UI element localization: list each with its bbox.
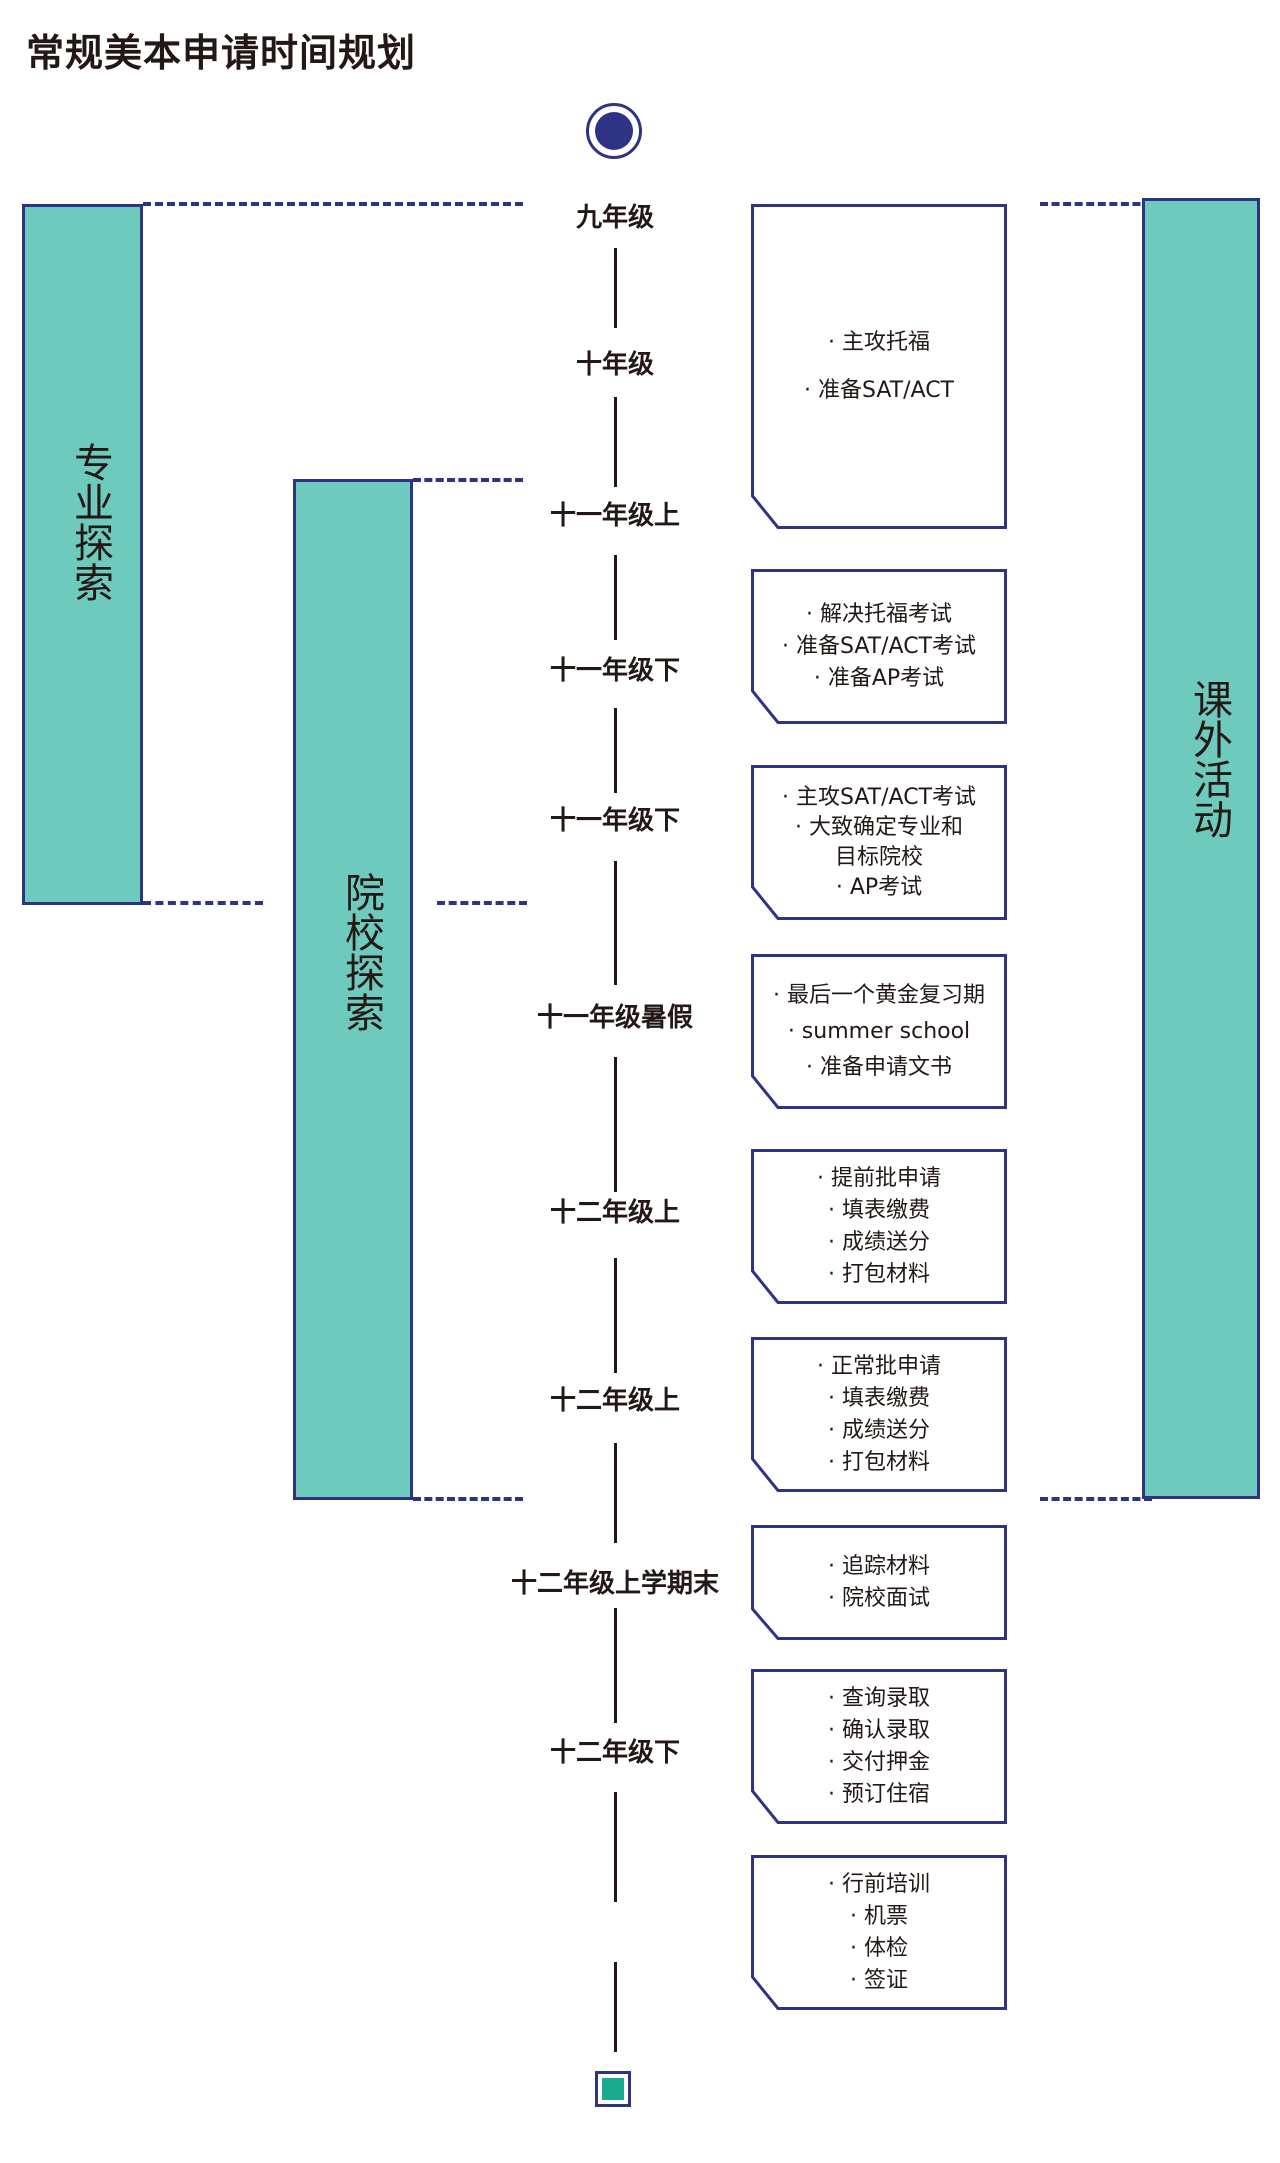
card-item: · 解决托福考试	[806, 601, 952, 627]
card-item: · 正常批申请	[817, 1353, 941, 1379]
timeline-axis-segment	[614, 248, 617, 328]
card-item: · 提前批申请	[817, 1165, 941, 1191]
timeline-axis-segment	[614, 1792, 617, 1902]
card-item: · 准备AP考试	[813, 665, 945, 691]
timeline-start-node	[586, 103, 642, 159]
card-item: · 准备SAT/ACT考试	[781, 633, 976, 659]
milestone-card: · 行前培训 · 机票 · 体检 · 签证	[751, 1855, 1007, 2010]
card-item: · 追踪材料	[828, 1553, 930, 1579]
page-title: 常规美本申请时间规划	[26, 31, 417, 75]
major-exploration-bar: 专业探索	[22, 204, 143, 905]
timeline-axis-segment	[614, 1443, 617, 1543]
card-item: · 填表缴费	[828, 1197, 930, 1223]
grade-label: 十一年级暑假	[536, 1003, 693, 1033]
card-item: · 院校面试	[828, 1585, 930, 1611]
card-item: 目标院校	[834, 844, 923, 870]
card-item: · 成绩送分	[828, 1229, 930, 1255]
card-item: · 确认录取	[828, 1717, 930, 1743]
school-bar-bottom-connector	[413, 1497, 523, 1501]
activities-bar-bottom-connector	[1040, 1497, 1152, 1501]
card-item: · 交付押金	[828, 1749, 930, 1775]
card-item: · 打包材料	[828, 1449, 930, 1475]
card-item: · 主攻SAT/ACT考试	[781, 784, 976, 810]
grade-label: 九年级	[575, 203, 654, 233]
card-item: · 查询录取	[828, 1685, 930, 1711]
card-item: · 机票	[850, 1903, 908, 1929]
grade-label: 十一年级下	[549, 656, 680, 686]
grade-label: 十一年级下	[549, 806, 680, 836]
card-item: · 签证	[850, 1967, 908, 1993]
grade-label: 十年级	[575, 350, 654, 380]
activities-bar: 课外活动	[1142, 198, 1260, 1499]
milestone-card: · 正常批申请 · 填表缴费 · 成绩送分 · 打包材料	[751, 1337, 1007, 1492]
milestone-card: · 查询录取 · 确认录取 · 交付押金 · 预订住宿	[751, 1669, 1007, 1824]
timeline-axis-segment	[614, 397, 617, 487]
card-item: · 最后一个黄金复习期	[773, 982, 985, 1008]
school-exploration-label: 院校探索	[338, 872, 384, 1032]
grade-label: 十二年级上学期末	[510, 1569, 719, 1599]
card-item: · 行前培训	[828, 1871, 930, 1897]
grade-label: 十一年级上	[549, 501, 680, 531]
card-item: · 大致确定专业和	[795, 814, 963, 840]
timeline-axis-segment	[614, 708, 617, 793]
card-item: · summer school	[787, 1018, 971, 1044]
major-bar-bottom-connector	[143, 901, 263, 905]
card-item: · 准备申请文书	[806, 1054, 952, 1080]
timeline-axis-segment	[614, 555, 617, 640]
card-item: · 成绩送分	[828, 1417, 930, 1443]
timeline-axis-segment	[614, 1258, 617, 1373]
milestone-card: · 解决托福考试 · 准备SAT/ACT考试 · 准备AP考试	[751, 569, 1007, 724]
milestone-card: · 最后一个黄金复习期 · summer school · 准备申请文书	[751, 954, 1007, 1109]
timeline-axis-segment	[614, 1608, 617, 1723]
school-bar-mid-connector	[437, 901, 527, 905]
milestone-card: · 主攻SAT/ACT考试 · 大致确定专业和 目标院校 · AP考试	[751, 765, 1007, 920]
card-item: · 主攻托福	[828, 329, 930, 355]
grade-label: 十二年级上	[549, 1386, 680, 1416]
timeline-end-node	[595, 2071, 631, 2107]
major-exploration-label: 专业探索	[67, 442, 113, 602]
school-bar-top-connector	[413, 478, 523, 482]
card-item: · 预订住宿	[828, 1781, 930, 1807]
activities-label: 课外活动	[1186, 679, 1232, 839]
grade-label: 十二年级下	[549, 1738, 680, 1768]
card-item: · 准备SAT/ACT	[803, 377, 954, 403]
grade-label: 十二年级上	[549, 1198, 680, 1228]
major-bar-top-connector	[143, 202, 523, 206]
card-item: · AP考试	[835, 874, 923, 900]
card-item: · 填表缴费	[828, 1385, 930, 1411]
timeline-axis-segment	[614, 1962, 617, 2052]
milestone-card: · 主攻托福 · 准备SAT/ACT	[751, 204, 1007, 529]
school-exploration-bar: 院校探索	[293, 479, 413, 1500]
timeline-axis-segment	[614, 1057, 617, 1192]
card-item: · 打包材料	[828, 1261, 930, 1287]
activities-bar-top-connector	[1040, 202, 1152, 206]
milestone-card: · 提前批申请 · 填表缴费 · 成绩送分 · 打包材料	[751, 1149, 1007, 1304]
milestone-card: · 追踪材料 · 院校面试	[751, 1525, 1007, 1640]
card-item: · 体检	[850, 1935, 908, 1961]
timeline-axis-segment	[614, 861, 617, 985]
